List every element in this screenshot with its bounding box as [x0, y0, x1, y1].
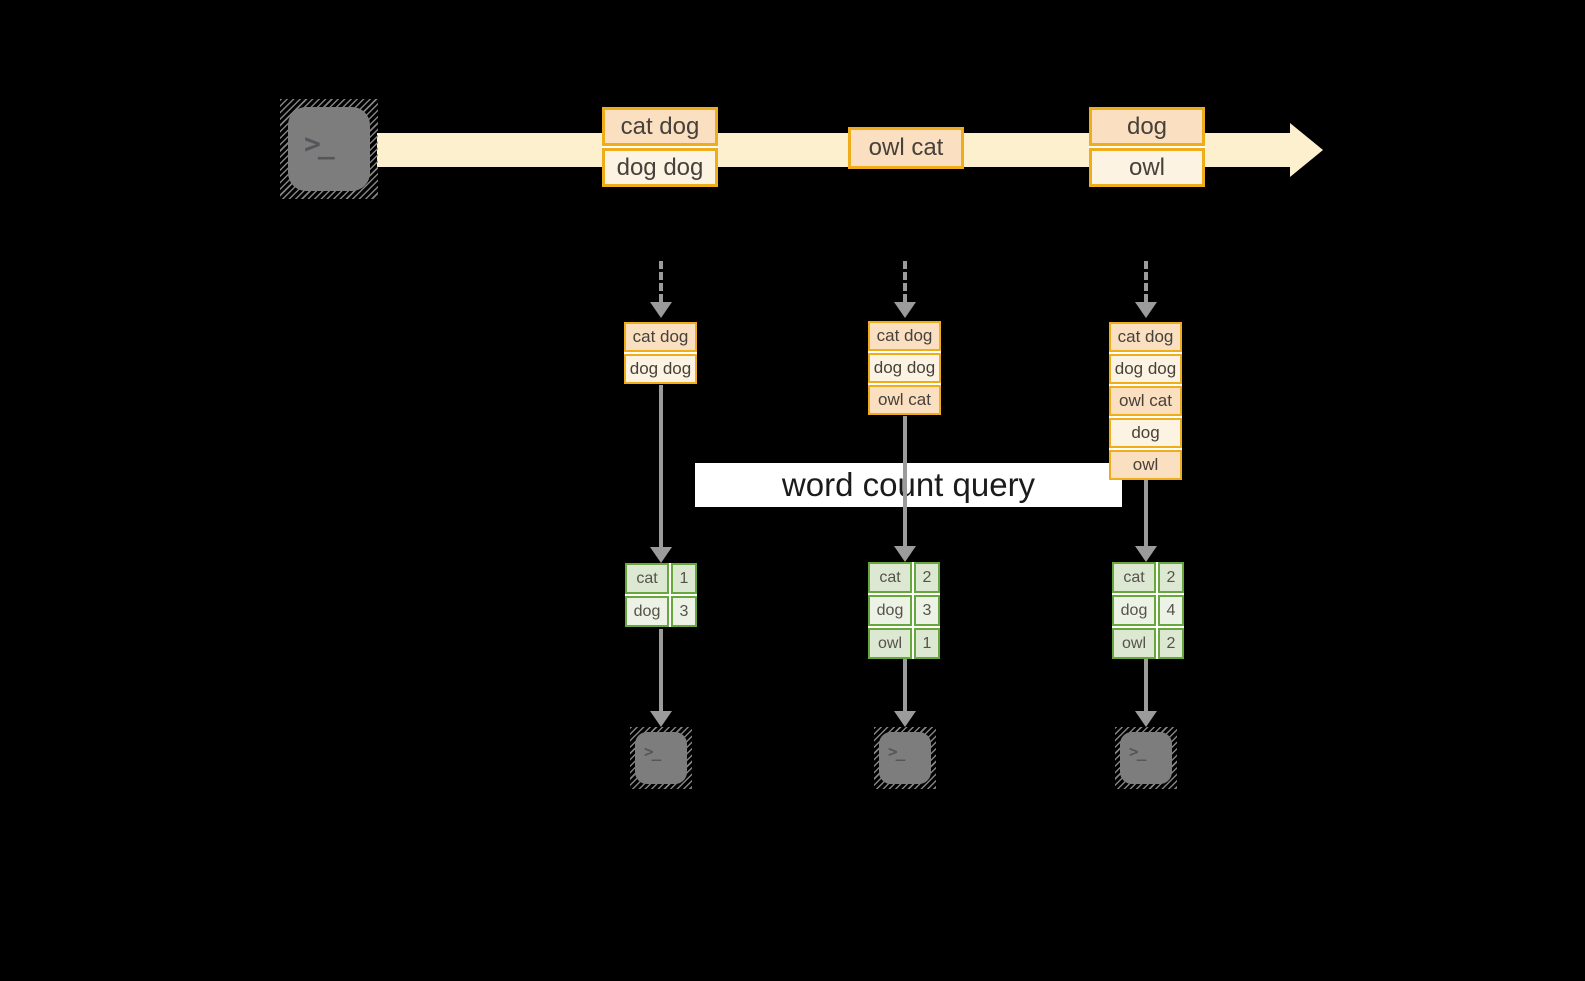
terminal-screen: >_	[879, 732, 931, 784]
stack-record: cat dog	[1109, 322, 1182, 352]
count-cell: 1	[914, 628, 940, 659]
table-row: dog 4	[1112, 595, 1184, 626]
table-row: owl 2	[1112, 628, 1184, 659]
count-table-3: cat 2 dog 4 owl 2	[1112, 562, 1184, 659]
arrow-head-icon	[894, 546, 916, 562]
query-arrow	[649, 385, 673, 563]
stream-record: dog	[1089, 107, 1205, 146]
arrow-head-icon	[1135, 546, 1157, 562]
accumulated-stack-2: cat dog dog dog owl cat	[868, 321, 941, 415]
stream-record: dog dog	[602, 148, 718, 187]
word-cell: cat	[868, 562, 912, 593]
count-cell: 2	[1158, 628, 1184, 659]
terminal-prompt-glyph: >_	[1129, 742, 1146, 761]
word-cell: dog	[868, 595, 912, 626]
sink-terminal-icon: >_	[874, 727, 936, 789]
count-cell: 3	[914, 595, 940, 626]
arrow-line	[659, 261, 663, 302]
sink-arrow	[1134, 657, 1158, 727]
snapshot-dashed-arrow	[649, 261, 673, 318]
sink-arrow	[893, 658, 917, 727]
arrow-line	[903, 416, 907, 546]
terminal-screen: >_	[1120, 732, 1172, 784]
table-row: owl 1	[868, 628, 940, 659]
count-cell: 2	[1158, 562, 1184, 593]
accumulated-stack-1: cat dog dog dog	[624, 322, 697, 384]
count-cell: 3	[671, 596, 697, 627]
word-cell: cat	[1112, 562, 1156, 593]
word-cell: dog	[1112, 595, 1156, 626]
arrow-head-icon	[894, 711, 916, 727]
query-arrow	[1134, 480, 1158, 562]
table-row: cat 2	[868, 562, 940, 593]
stack-record: dog dog	[868, 353, 941, 383]
stream-record: cat dog	[602, 107, 718, 146]
word-cell: owl	[1112, 628, 1156, 659]
terminal-screen: >_	[288, 107, 370, 191]
word-cell: owl	[868, 628, 912, 659]
stack-record: dog	[1109, 418, 1182, 448]
stream-arrowhead-icon	[1290, 123, 1323, 177]
table-row: dog 3	[868, 595, 940, 626]
arrow-line	[1144, 261, 1148, 302]
stream-record: owl cat	[848, 127, 964, 169]
count-cell: 1	[671, 563, 697, 594]
word-cell: cat	[625, 563, 669, 594]
table-row: dog 3	[625, 596, 697, 627]
terminal-screen: >_	[635, 732, 687, 784]
table-row: cat 1	[625, 563, 697, 594]
stream-batch-3: dog owl	[1089, 107, 1205, 187]
count-cell: 2	[914, 562, 940, 593]
sink-terminal-icon: >_	[630, 727, 692, 789]
stack-record: cat dog	[868, 321, 941, 351]
arrow-line	[903, 658, 907, 711]
arrow-head-icon	[894, 302, 916, 318]
stack-record: cat dog	[624, 322, 697, 352]
query-arrow	[893, 416, 917, 562]
arrow-line	[903, 261, 907, 302]
snapshot-dashed-arrow	[893, 261, 917, 318]
arrow-line	[659, 385, 663, 547]
word-cell: dog	[625, 596, 669, 627]
stream-batch-1: cat dog dog dog	[602, 107, 718, 187]
arrow-head-icon	[1135, 711, 1157, 727]
sink-arrow	[649, 629, 673, 727]
arrow-line	[1144, 480, 1148, 546]
sink-terminal-icon: >_	[1115, 727, 1177, 789]
stack-record: owl cat	[1109, 386, 1182, 416]
count-cell: 4	[1158, 595, 1184, 626]
stack-record: owl	[1109, 450, 1182, 480]
arrow-head-icon	[650, 302, 672, 318]
count-table-2: cat 2 dog 3 owl 1	[868, 562, 940, 659]
terminal-prompt-glyph: >_	[304, 127, 335, 160]
stack-record: owl cat	[868, 385, 941, 415]
snapshot-dashed-arrow	[1134, 261, 1158, 318]
stack-record: dog dog	[624, 354, 697, 384]
terminal-prompt-glyph: >_	[888, 742, 905, 761]
arrow-head-icon	[650, 711, 672, 727]
accumulated-stack-3: cat dog dog dog owl cat dog owl	[1109, 322, 1182, 480]
source-terminal-icon: >_	[280, 99, 378, 199]
arrow-head-icon	[650, 547, 672, 563]
stack-record: dog dog	[1109, 354, 1182, 384]
query-banner: word count query	[695, 463, 1122, 507]
arrow-line	[1144, 657, 1148, 711]
arrow-line	[659, 629, 663, 711]
arrow-head-icon	[1135, 302, 1157, 318]
table-row: cat 2	[1112, 562, 1184, 593]
stream-batch-2: owl cat	[848, 127, 964, 169]
count-table-1: cat 1 dog 3	[625, 563, 697, 627]
terminal-prompt-glyph: >_	[644, 742, 661, 761]
stream-record: owl	[1089, 148, 1205, 187]
